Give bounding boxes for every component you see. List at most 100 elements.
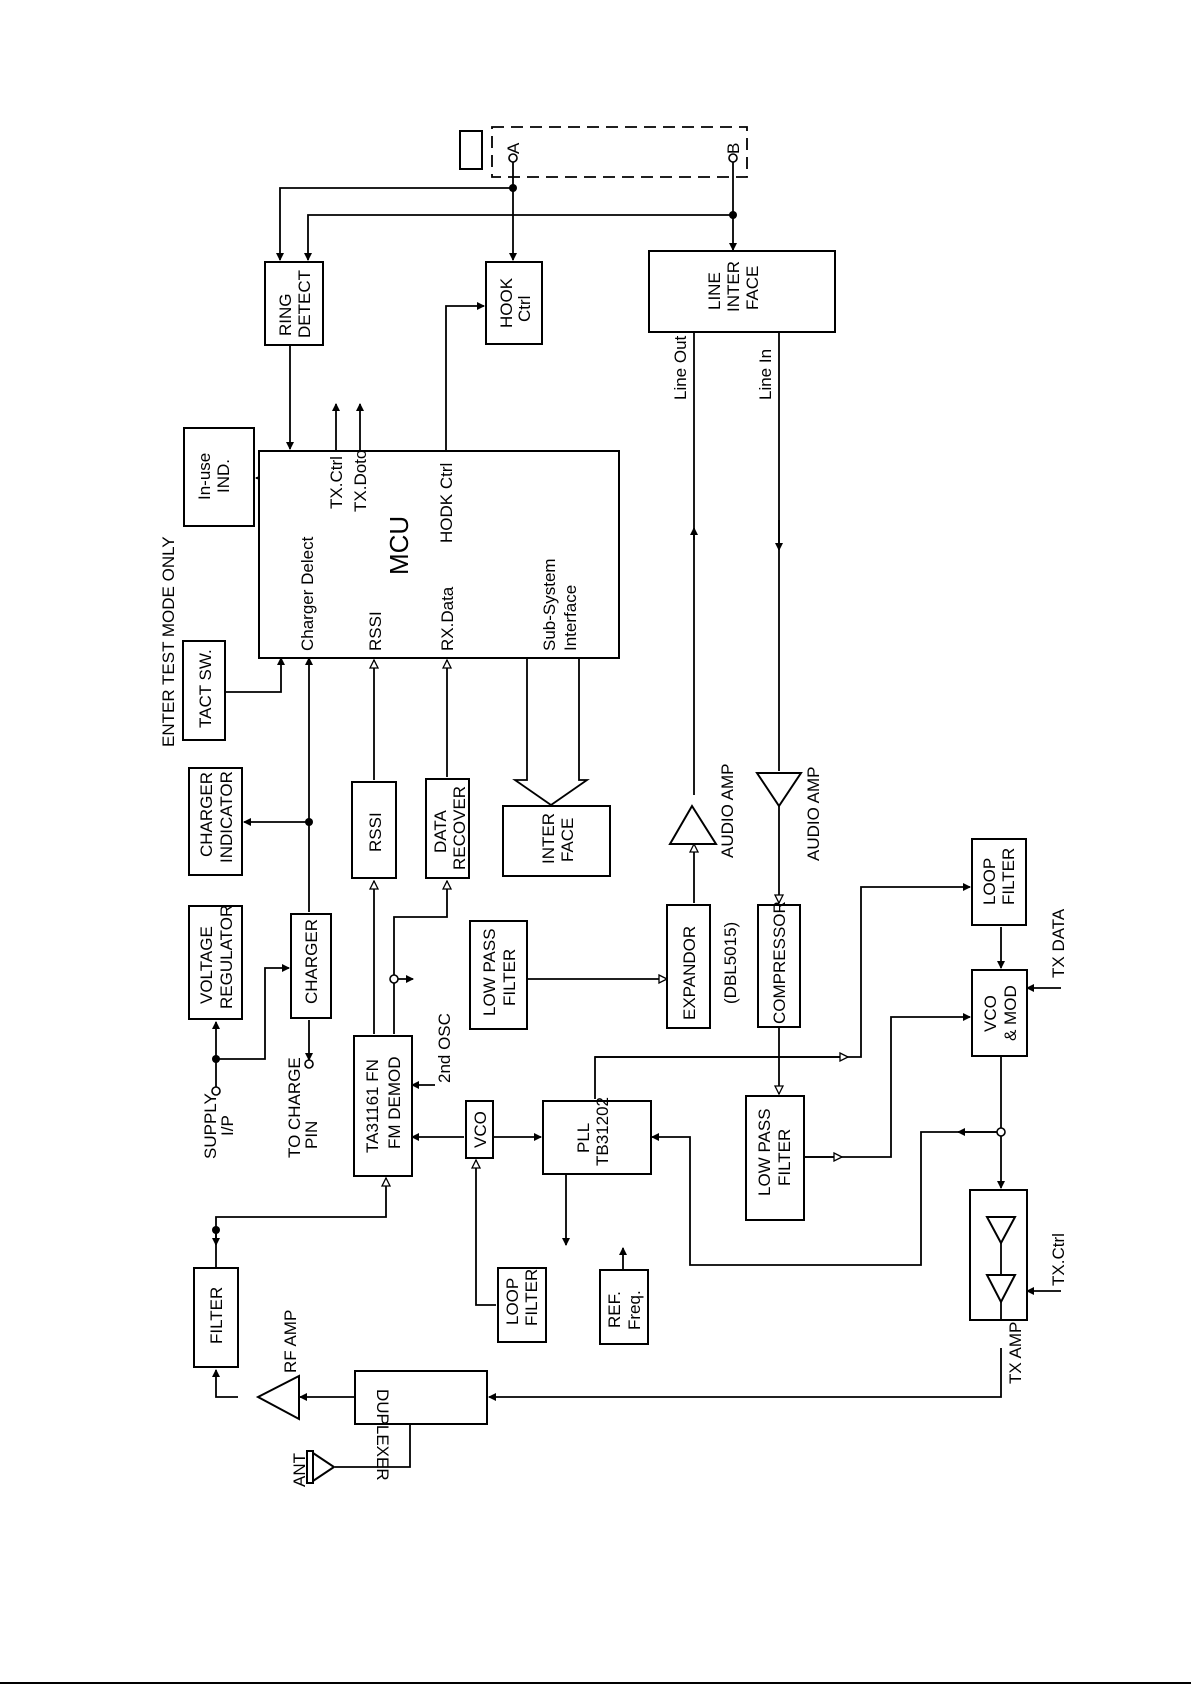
line-interface-block: LINE INTER FACE (648, 250, 836, 333)
rssi-block: RSSI (351, 781, 397, 879)
tx-data-label: TX DATA (1049, 908, 1068, 978)
mcu-pin-interface: Interface (561, 585, 580, 651)
svg-text:PLL: PLL (574, 1123, 593, 1153)
svg-text:& MOD: & MOD (1001, 985, 1020, 1041)
interface-block: INTER FACE (502, 805, 611, 877)
low-pass-filter-tx-block: LOW PASS FILTER (745, 1095, 805, 1221)
svg-text:DATA: DATA (431, 810, 450, 853)
compressor-block: COMPRESSOR (757, 901, 801, 1028)
duplexer-block: DUPLEXER (354, 1370, 488, 1481)
tact-switch-block: TACT SW. (182, 640, 226, 741)
svg-text:Ctrl: Ctrl (515, 296, 534, 322)
svg-text:DUPLEXER: DUPLEXER (373, 1389, 392, 1481)
svg-text:FACE: FACE (743, 266, 762, 310)
audio-amp-rx (668, 804, 718, 845)
tx-ctrl-label: TX.Ctrl (1049, 1233, 1068, 1286)
svg-text:LOW PASS: LOW PASS (755, 1108, 774, 1196)
svg-text:FM DEMOD: FM DEMOD (385, 1056, 404, 1149)
mcu-pin-tx-data: TX.Doto (351, 450, 370, 512)
svg-text:LOOP: LOOP (503, 1278, 522, 1325)
svg-text:FILTER: FILTER (522, 1269, 541, 1326)
svg-text:EXPANDOR: EXPANDOR (680, 926, 699, 1020)
enter-test-mode-label: ENTER TEST MODE ONLY (159, 536, 178, 747)
filter-block: FILTER (193, 1267, 239, 1368)
line-connector: A B (459, 126, 748, 178)
tx-amp-label: TX AMP (1006, 1322, 1025, 1384)
vco-block: VCO (465, 1100, 494, 1159)
expandor-block: EXPANDOR (666, 904, 711, 1029)
svg-text:HOOK: HOOK (497, 277, 516, 328)
audio-amp-tx (755, 772, 803, 808)
to-charge-label: TO CHARGE (285, 1057, 304, 1158)
low-pass-filter-rx-block: LOW PASS FILTER (469, 920, 528, 1030)
svg-text:LOOP: LOOP (980, 858, 999, 905)
rf-amp (255, 1374, 300, 1421)
svg-text:CHARGER: CHARGER (197, 772, 216, 857)
loop-filter-pll-block: LOOP FILTER (497, 1267, 547, 1343)
mcu-pin-rx-data: RX.Data (438, 586, 457, 651)
supply-ip-label: I/P (218, 1115, 237, 1136)
page-bottom-rule (0, 1682, 1191, 1684)
charger-indicator-block: CHARGER INDICATOR (188, 767, 243, 876)
svg-text:TA31161 FN: TA31161 FN (363, 1059, 382, 1153)
ant-label: ANT (290, 1453, 309, 1487)
svg-text:RSSI: RSSI (366, 812, 385, 852)
mcu-pin-rssi: RSSI (366, 611, 385, 651)
mcu-pin-tx-ctrl: TX.Ctrl (327, 456, 346, 509)
svg-text:INTER: INTER (539, 813, 558, 864)
svg-text:FILTER: FILTER (999, 848, 1018, 905)
svg-text:VCO: VCO (471, 1111, 490, 1148)
svg-text:TB31202: TB31202 (593, 1097, 612, 1166)
svg-text:IND.: IND. (214, 459, 233, 493)
data-recover-block: DATA RECOVER (425, 778, 470, 879)
svg-text:VCO: VCO (981, 995, 1000, 1032)
svg-text:FILTER: FILTER (207, 1287, 226, 1344)
svg-text:FILTER: FILTER (775, 1129, 794, 1186)
line-in-label: Line In (756, 349, 775, 400)
antenna-icon (306, 1450, 336, 1484)
mcu-pin-sub-system: Sub-System (540, 558, 559, 651)
vco-mod-block: VCO & MOD (971, 969, 1028, 1057)
svg-text:VOLTAGE: VOLTAGE (197, 926, 216, 1004)
in-use-indicator-block: In-use IND. (183, 427, 255, 527)
pll-block: PLL TB31202 (542, 1097, 652, 1175)
svg-text:COMPRESSOR: COMPRESSOR (770, 901, 789, 1024)
svg-text:REF.: REF. (605, 1291, 624, 1328)
svg-text:In-use: In-use (195, 453, 214, 500)
tx-amp-block (969, 1189, 1028, 1321)
voltage-regulator-block: VOLTAGE REGULATOR (188, 905, 243, 1020)
audio-amp-tx-label: AUDIO AMP (804, 767, 823, 861)
rf-amp-label: RF AMP (281, 1310, 300, 1373)
svg-text:FACE: FACE (558, 818, 577, 862)
supply-label: SUPPLY (201, 1093, 220, 1159)
fm-demod-block: TA31161 FN FM DEMOD (353, 1035, 413, 1177)
mcu-pin-charger-detect: Charger Delect (298, 536, 317, 651)
svg-text:RECOVER: RECOVER (450, 786, 469, 870)
charger-block: CHARGER (290, 913, 332, 1019)
to-charge-pin-label: PIN (302, 1121, 321, 1149)
svg-text:INDICATOR: INDICATOR (217, 771, 236, 863)
mcu-pin-hook-ctrl: HODK Ctrl (437, 463, 456, 543)
svg-text:RING: RING (276, 294, 295, 337)
hook-ctrl-block: HOOK Ctrl (485, 261, 543, 345)
audio-amp-rx-label: AUDIO AMP (718, 764, 737, 858)
terminal-a-label: A (504, 142, 523, 154)
wiring (212, 162, 1061, 1468)
svg-text:LOW PASS: LOW PASS (480, 928, 499, 1016)
svg-text:LINE: LINE (705, 272, 724, 310)
second-osc-label: 2nd OSC (435, 1013, 454, 1083)
svg-text:REGULATOR: REGULATOR (217, 905, 236, 1009)
mcu-label: MCU (384, 516, 414, 575)
line-out-label: Line Out (671, 335, 690, 400)
svg-text:DETECT: DETECT (295, 270, 314, 338)
dbl5015-label: (DBL5015) (721, 922, 740, 1004)
svg-text:INTER: INTER (724, 261, 743, 312)
svg-text:Freq.: Freq. (625, 1290, 644, 1330)
svg-text:CHARGER: CHARGER (302, 919, 321, 1004)
mcu-block: MCU Charger Delect RSSI RX.Data Sub-Syst… (258, 450, 620, 659)
ring-detect-block: RING DETECT (264, 261, 324, 346)
loop-filter-tx-block: LOOP FILTER (971, 838, 1027, 926)
terminal-b-label: B (724, 143, 743, 154)
junctions (211, 184, 1006, 1234)
